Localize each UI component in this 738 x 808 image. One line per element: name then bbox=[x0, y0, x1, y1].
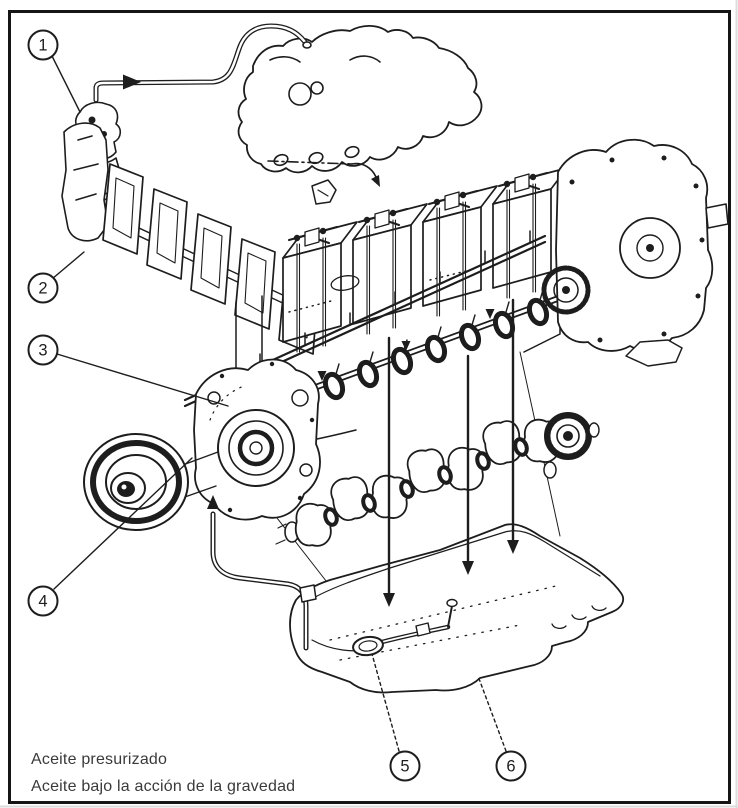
callout-3: 3 bbox=[27, 334, 59, 366]
callout-1-number: 1 bbox=[38, 37, 47, 55]
pulley-drawing bbox=[83, 433, 219, 531]
callout-5: 5 bbox=[389, 750, 421, 782]
callout-4: 4 bbox=[27, 585, 59, 617]
callout-6-number: 6 bbox=[506, 758, 515, 776]
oil-drop-lines bbox=[383, 298, 519, 607]
callout-5-number: 5 bbox=[400, 758, 409, 776]
callout-3-number: 3 bbox=[38, 342, 47, 360]
callout-6: 6 bbox=[495, 750, 527, 782]
callout-leader-lines bbox=[51, 55, 507, 752]
callout-2: 2 bbox=[27, 272, 59, 304]
callout-4-number: 4 bbox=[38, 593, 47, 611]
legend-gravity-label: Aceite bajo la acción de la gravedad bbox=[31, 778, 296, 795]
flywheel-housing-drawing bbox=[541, 138, 729, 367]
crankshaft-drawing bbox=[275, 412, 600, 549]
legend-pressurized-label: Aceite presurizado bbox=[31, 751, 168, 768]
callout-1: 1 bbox=[27, 29, 59, 61]
pushrods-drawing bbox=[296, 183, 537, 353]
oil-gallery-lines bbox=[183, 160, 559, 414]
exhaust-manifold-drawing bbox=[237, 24, 483, 174]
oil-feed-pipe bbox=[93, 23, 312, 103]
suction-pipe-drawing bbox=[207, 495, 317, 651]
callout-2-number: 2 bbox=[38, 280, 47, 298]
oil-pickup-drawing bbox=[352, 598, 458, 657]
